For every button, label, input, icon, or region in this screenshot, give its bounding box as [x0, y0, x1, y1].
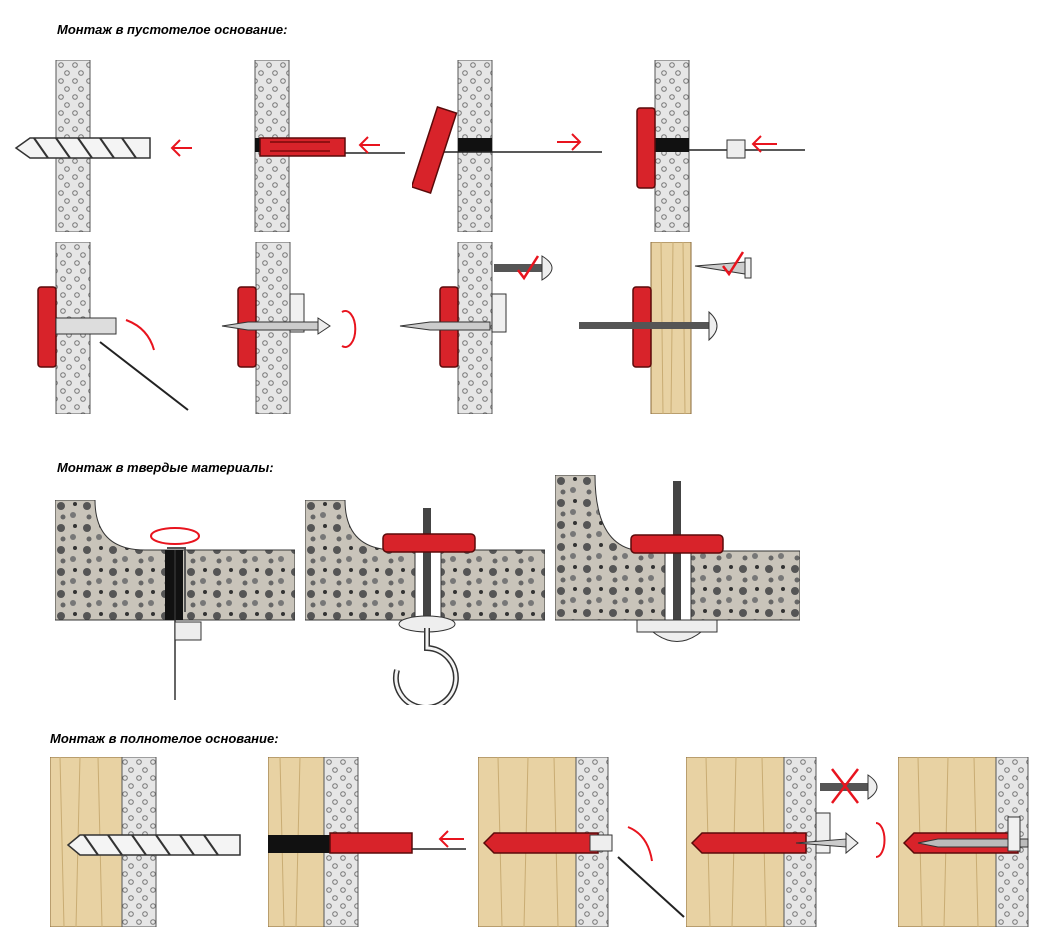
section-title-hollow: Монтаж в пустотелое основание:	[57, 22, 288, 37]
bolt-icon	[579, 322, 709, 329]
step-hollow-5-break-wire	[30, 242, 200, 414]
drilled-hole	[165, 550, 183, 620]
step-full-1-drill	[50, 757, 245, 927]
plug-icon	[630, 534, 724, 554]
screw-icon	[694, 257, 752, 279]
step-full-2-insert	[268, 757, 468, 927]
step-hollow-7-bolt	[390, 242, 570, 414]
step-hollow-2-insert	[250, 60, 410, 232]
section-title-full-base: Монтаж в полнотелое основание:	[50, 731, 279, 746]
bend-arrow-icon	[125, 319, 155, 351]
hook-icon	[392, 615, 459, 705]
sleeve-icon	[174, 621, 202, 641]
rotate-arrow-icon	[150, 527, 200, 545]
screw-icon	[399, 321, 491, 331]
arrow-right-icon	[557, 133, 582, 151]
plug-icon	[37, 286, 57, 368]
rotate-arrow-icon	[875, 822, 886, 858]
bolt-crossed-icon	[820, 774, 878, 800]
bolt-icon	[494, 255, 553, 281]
step-hollow-6-screw	[218, 242, 368, 414]
plug-icon	[690, 832, 807, 854]
plug-icon	[259, 137, 346, 157]
section-title-solid-materials: Монтаж в твердые материалы:	[57, 460, 274, 475]
check-mark-icon	[722, 251, 745, 277]
arrow-left-icon	[170, 139, 192, 157]
step-hollow-8-wood	[575, 242, 775, 414]
sleeve-icon	[55, 317, 117, 335]
plug-icon	[329, 832, 413, 854]
screw-icon	[221, 317, 331, 335]
bolt-icon	[673, 481, 681, 631]
step-full-5-final	[898, 757, 1033, 927]
bend-arrow-icon	[627, 826, 653, 862]
arrow-left-icon	[751, 135, 777, 153]
step-hollow-4-pull	[625, 60, 810, 232]
step-full-3-break	[478, 757, 688, 927]
cross-mark-icon	[831, 768, 859, 804]
bolt-icon	[423, 508, 431, 626]
plug-icon	[482, 832, 599, 854]
step-hollow-1-drill	[0, 60, 200, 232]
drill-bit-icon	[66, 834, 241, 856]
screw-icon	[917, 838, 1029, 848]
plug-icon	[636, 107, 656, 189]
wire-icon	[99, 341, 189, 411]
plug-icon	[412, 106, 458, 194]
step-hollow-3-plug-behind	[412, 60, 607, 232]
step-solid-1	[55, 500, 295, 705]
wire-icon	[617, 856, 685, 918]
drill-bit-icon	[14, 137, 151, 159]
plug-icon	[382, 533, 476, 553]
step-solid-2-hook	[305, 500, 545, 705]
step-full-4-screw	[686, 757, 891, 927]
rotate-arrow-icon	[341, 310, 357, 348]
sleeve-icon	[726, 139, 746, 159]
step-solid-3-bolt	[555, 475, 800, 665]
arrow-left-icon	[358, 136, 380, 154]
arrow-left-icon	[438, 830, 464, 848]
check-mark-icon	[517, 255, 540, 281]
